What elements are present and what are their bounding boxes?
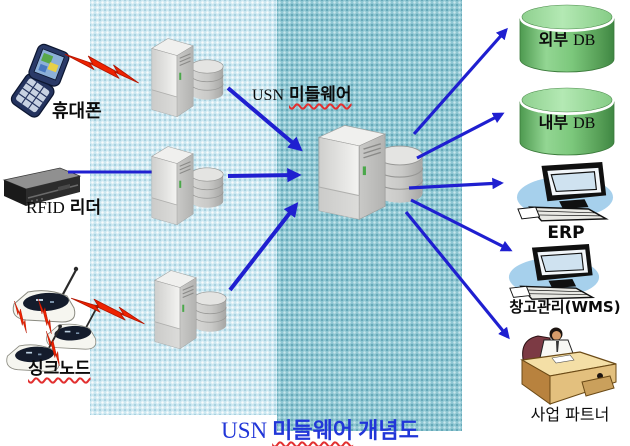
arrow [412,27,508,136]
arrow [410,198,513,252]
arrow [227,167,302,183]
lightning-icon [68,295,147,325]
lightning-icon [62,51,142,84]
arrow [408,177,504,190]
diagram-title-rest: 개념도 [358,419,419,444]
erp-label: ERP [547,223,585,243]
rfid-label-latin: RFID [26,198,65,217]
arrow [416,112,505,160]
middleware-caption-korean: 미들웨어 [289,85,352,105]
middleware-caption-latin: USN [252,87,285,104]
business-partner-icon [521,326,617,405]
middleware-server-icon [318,124,424,221]
rfid-label-korean: 리더 [69,198,102,218]
diagram-title-latin: USN [221,418,268,443]
erp-computer-icon [516,161,614,222]
sink-node-label: 싱크노드 [28,359,91,379]
arrow [404,210,510,340]
diagram-title-underlined: 미들웨어 [272,419,354,444]
server-icon [151,145,224,226]
arrow [228,202,299,292]
input-arrows [226,86,303,292]
server-icon [151,37,224,118]
partner-label: 사업 파트너 [530,405,610,424]
wms-computer-icon [508,243,600,300]
phone-label: 휴대폰 [52,101,102,122]
arrow [226,86,303,152]
server-icon [154,269,227,350]
wms-label: 창고관리(WMS) [509,298,621,316]
output-arrows [404,27,513,340]
background-band-teal [277,0,462,431]
